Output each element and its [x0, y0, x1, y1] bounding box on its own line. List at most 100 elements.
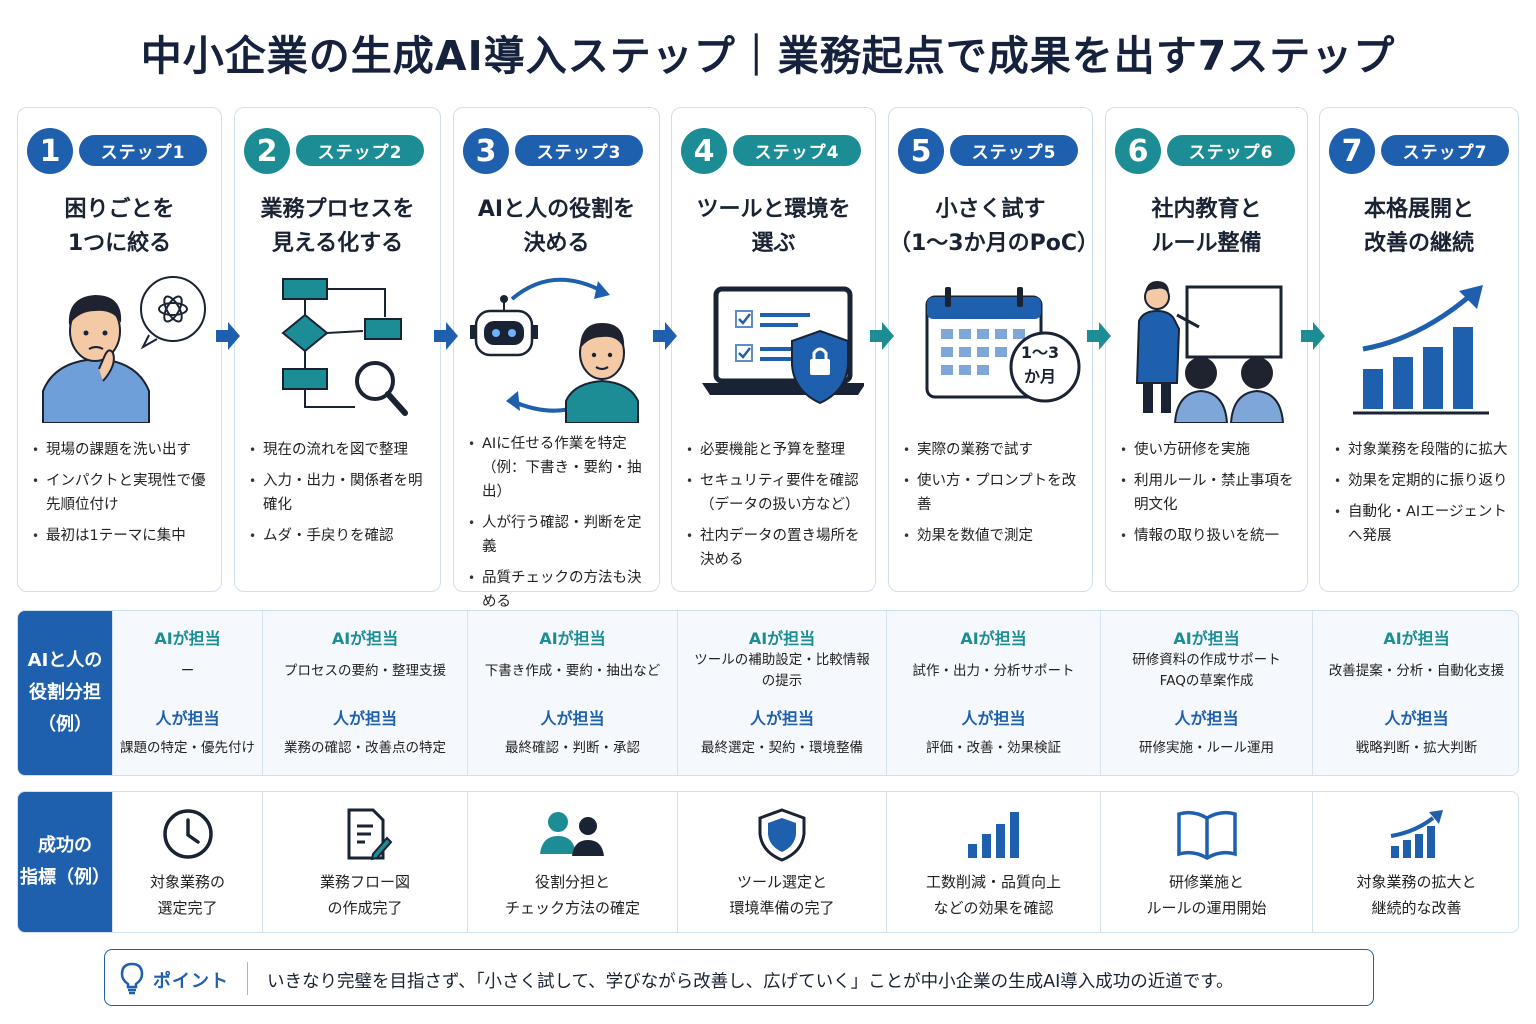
clock-icon: [162, 809, 213, 859]
kpi-cell: ツール選定と 環境準備の完了: [677, 792, 886, 932]
ai-task: ツールの補助設定・比較情報 の提示: [694, 652, 870, 689]
role-cell: AIが担当 試作・出力・分析サポート 人が担当 評価・改善・効果検証: [886, 611, 1100, 775]
human-label: 人が担当: [540, 709, 605, 728]
bullet: 対象業務を段階的に拡大: [1334, 438, 1512, 462]
arrow-right-icon: [653, 322, 677, 350]
bullet: インパクトと実現性で優先順位付け: [32, 469, 215, 517]
point-text: いきなり完璧を目指さず、「小さく試して、学びながら改善し、広げていく」ことが中小…: [267, 972, 1234, 992]
kpi-cell: 対象業務の拡大と 継続的な改善: [1312, 792, 1518, 932]
calendar-icon: 1〜3 か月: [889, 273, 1092, 423]
human-task: 業務の確認・改善点の特定: [284, 740, 446, 756]
step-bullets: AIに任せる作業を特定（例：下書き・要約・抽出） 人が行う確認・判断を定義 品質…: [468, 432, 653, 621]
bullet: 現場の課題を洗い出す: [32, 438, 215, 462]
step-bullets: 使い方研修を実施 利用ルール・禁止事項を明文化 情報の取り扱いを統一: [1120, 438, 1301, 555]
book-icon: [1176, 810, 1237, 861]
step-card-3: 3 ステップ3 AIと人の役割を 決める A: [453, 107, 660, 610]
bullet: 利用ルール・禁止事項を明文化: [1120, 469, 1301, 517]
ai-label: AIが担当: [539, 629, 606, 648]
point-label: ポイント: [153, 971, 229, 992]
ai-label: AIが担当: [1173, 629, 1240, 648]
people-icon: [539, 812, 604, 856]
kpi-text: 対象業務の 選定完了: [149, 873, 225, 917]
arrow-right-icon: [1087, 322, 1111, 350]
ai-task: 試作・出力・分析サポート: [912, 662, 1075, 679]
ai-task: プロセスの要約・整理支援: [284, 662, 446, 679]
role-cell: AIが担当 下書き作成・要約・抽出など 人が担当 最終確認・判断・承認: [467, 611, 677, 775]
human-label: 人が担当: [961, 709, 1026, 728]
step-number: 5: [898, 128, 944, 174]
kpi-cell: 役割分担と チェック方法の確定: [467, 792, 677, 932]
role-cell: AIが担当 改善提案・分析・自動化支援 人が担当 戦略判断・拡大判断: [1312, 611, 1518, 775]
kpi-text: 対象業務の拡大と 継続的な改善: [1356, 873, 1477, 917]
kpi-text: 研修業施と ルールの運用開始: [1146, 873, 1267, 917]
human-label: 人が担当: [332, 709, 397, 728]
laptop-checklist-shield-icon: [672, 273, 875, 423]
kpi-text: 役割分担と チェック方法の確定: [504, 873, 640, 917]
human-label: 人が担当: [1384, 709, 1449, 728]
ai-label: AIが担当: [331, 629, 399, 648]
role-cell: AIが担当 ツールの補助設定・比較情報 の提示 人が担当 最終選定・契約・環境整…: [677, 611, 886, 775]
human-label: 人が担当: [155, 709, 220, 728]
bullet: 効果を定期的に振り返り: [1334, 469, 1512, 493]
bullet: 自動化・AIエージェントへ発展: [1334, 500, 1512, 548]
step-title: AIと人の役割を 決める: [477, 197, 636, 256]
kpi-text: 工数削減・品質向上 などの効果を確認: [925, 873, 1061, 917]
ai-label: AIが担当: [960, 629, 1027, 648]
step-bullets: 必要機能と予算を整理 セキュリティ要件を確認（データの扱い方など） 社内データの…: [686, 438, 869, 579]
ai-task: 下書き作成・要約・抽出など: [484, 662, 661, 679]
kpi-text: 業務フロー図 の作成完了: [319, 873, 410, 917]
ai-label: AIが担当: [1383, 629, 1450, 648]
bullet: 効果を数値で測定: [903, 524, 1086, 548]
role-sharing-row: AIと人の 役割分担 （例） AIが担当 ー 人が担当 課題の特定・優先付け A…: [17, 610, 1519, 776]
bullet: ムダ・手戻りを確認: [249, 524, 434, 548]
step-tag: ステップ7: [1381, 135, 1509, 166]
step-card-7: 7 ステップ7 本格展開と 改善の継続 対象業務を段階的に拡大 効果を定期的に振…: [1319, 107, 1519, 592]
bullet: 品質チェックの方法も決める: [468, 566, 653, 614]
ai-task: ー: [180, 662, 195, 679]
step-tag: ステップ1: [79, 135, 207, 166]
success-kpi-header: 成功の 指標（例）: [18, 792, 112, 932]
step-tag: ステップ5: [950, 135, 1078, 166]
step-bullets: 現場の課題を洗い出す インパクトと実現性で優先順位付け 最初は1テーマに集中: [32, 438, 215, 555]
step-number: 4: [681, 128, 727, 174]
kpi-cell: 工数削減・品質向上 などの効果を確認: [886, 792, 1100, 932]
bullet: 入力・出力・関係者を明確化: [249, 469, 434, 517]
arrow-right-icon: [216, 322, 240, 350]
step-number: 1: [27, 128, 73, 174]
document-edit-icon: [347, 808, 393, 861]
step-title: 業務プロセスを 見える化する: [260, 197, 415, 256]
bullet: 現在の流れを図で整理: [249, 438, 434, 462]
bullet: AIに任せる作業を特定（例：下書き・要約・抽出）: [468, 432, 653, 504]
step-card-4: 4 ステップ4 ツールと環境を 選ぶ 必要機能と予算を整理 セキュリティ要件を確…: [671, 107, 876, 592]
ai-task: 改善提案・分析・自動化支援: [1328, 662, 1505, 679]
role-cell: AIが担当 研修資料の作成サポート FAQの草案作成 人が担当 研修実施・ルール…: [1100, 611, 1312, 775]
bullet: セキュリティ要件を確認（データの扱い方など）: [686, 469, 869, 517]
point-box: ポイント いきなり完璧を目指さず、「小さく試して、学びながら改善し、広げていく」…: [104, 949, 1374, 1006]
arrow-right-icon: [434, 322, 458, 350]
step-card-6: 6 ステップ6 社内教育と ルール整備 使い方研修を実施 利用ルール・禁止事項を…: [1105, 107, 1308, 592]
ai-task: 研修資料の作成サポート FAQの草案作成: [1132, 652, 1281, 689]
step-number: 3: [463, 128, 509, 174]
ai-label: AIが担当: [154, 629, 221, 648]
step-number: 2: [244, 128, 290, 174]
bullet: 人が行う確認・判断を定義: [468, 511, 653, 559]
bullet: 最初は1テーマに集中: [32, 524, 215, 548]
arrow-right-icon: [1301, 322, 1325, 350]
bar-chart-icon: [967, 812, 1019, 858]
bullet: 使い方研修を実施: [1120, 438, 1301, 462]
bullet: 実際の業務で試す: [903, 438, 1086, 462]
step-number: 7: [1329, 128, 1375, 174]
human-task: 戦略判断・拡大判断: [1355, 740, 1478, 756]
step-card-5: 5 ステップ5 小さく試す （1〜3か月のPoC） 1〜3 か月 実際の業務で試…: [888, 107, 1099, 592]
step-title: 小さく試す （1〜3か月のPoC）: [889, 197, 1099, 256]
lightbulb-icon: [120, 962, 144, 995]
robot-human-cycle-icon: [454, 273, 659, 423]
step-tag: ステップ2: [296, 135, 424, 166]
human-label: 人が担当: [749, 709, 814, 728]
human-task: 課題の特定・優先付け: [120, 740, 255, 756]
bullet: 情報の取り扱いを統一: [1120, 524, 1301, 548]
step-title: ツールと環境を 選ぶ: [696, 197, 851, 256]
divider: [247, 962, 248, 995]
bullet: 使い方・プロンプトを改善: [903, 469, 1086, 517]
